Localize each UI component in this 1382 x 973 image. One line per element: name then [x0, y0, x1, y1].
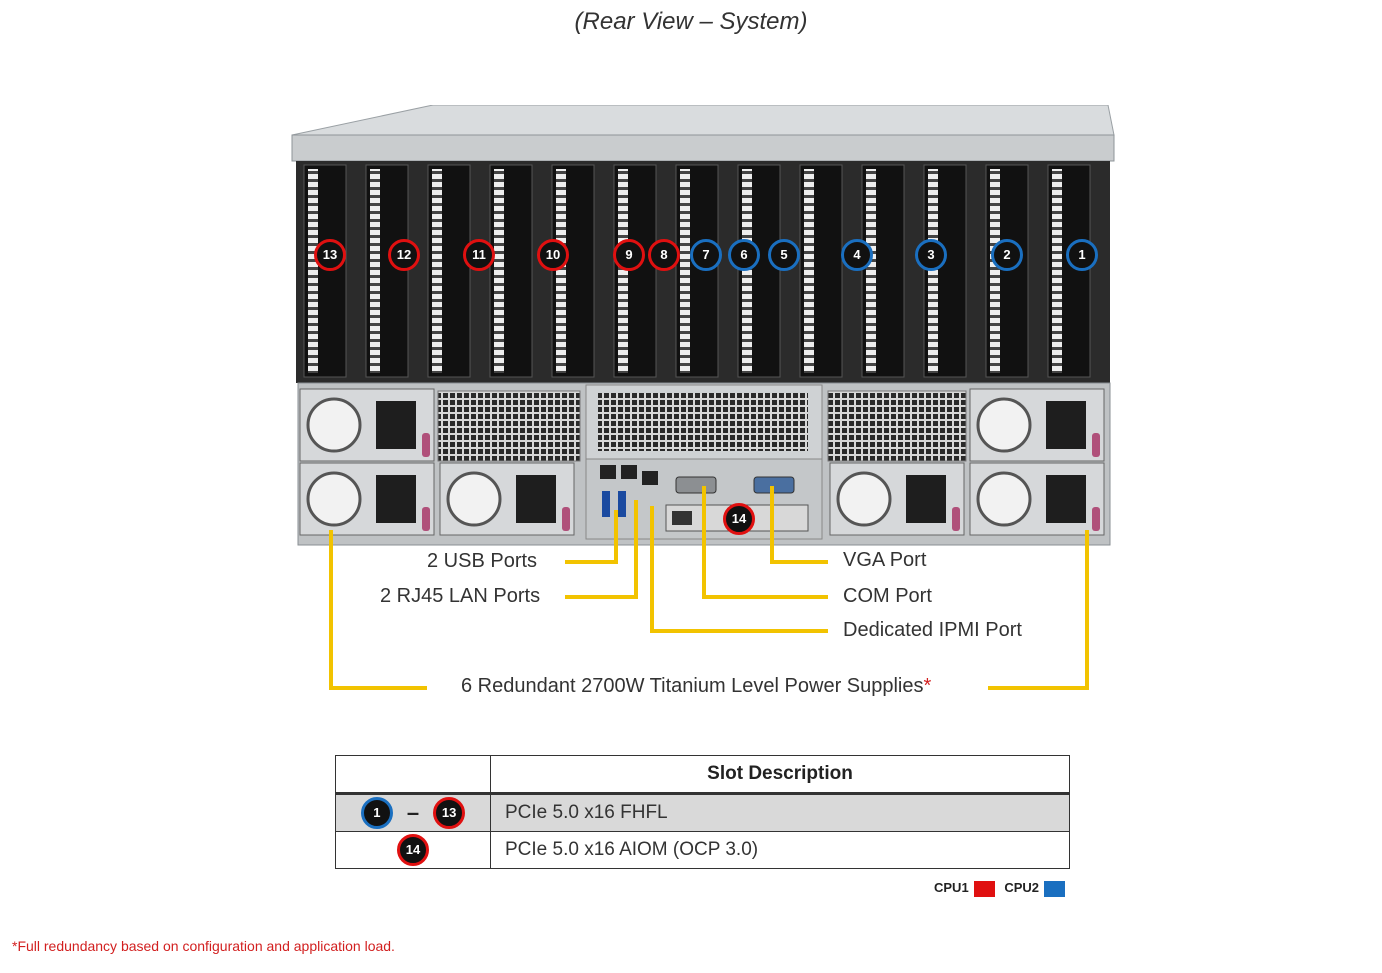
- psu-power-socket: [376, 401, 416, 449]
- psu-release-handle: [422, 433, 430, 457]
- psu-fan-icon: [306, 397, 362, 453]
- slot-vent: [308, 169, 318, 373]
- slot-badge: 14: [723, 503, 755, 535]
- table-row: 1–13 PCIe 5.0 x16 FHFL: [335, 793, 1070, 832]
- psu-release-handle: [562, 507, 570, 531]
- slot-description-table: Slot Description 1–13 PCIe 5.0 x16 FHFL …: [335, 755, 1070, 869]
- slot-badge: 5: [768, 239, 800, 271]
- power-supply: [299, 388, 435, 462]
- slot-badge: 3: [915, 239, 947, 271]
- slot-vent: [370, 169, 380, 373]
- psu-power-socket: [1046, 401, 1086, 449]
- lan-ports-label: 2 RJ45 LAN Ports: [380, 585, 541, 607]
- footnote: *Full redundancy based on configuration …: [12, 938, 395, 954]
- psu-release-handle: [952, 507, 960, 531]
- psu-fan-icon: [446, 471, 502, 527]
- cpu2-swatch: [1044, 880, 1065, 897]
- table-header-empty: [335, 755, 491, 794]
- slot-vent: [556, 169, 566, 373]
- callout-line: [770, 486, 774, 564]
- callout-line: [634, 500, 638, 599]
- power-supply: [969, 462, 1105, 536]
- power-supply: [439, 462, 575, 536]
- psu-fan-icon: [306, 471, 362, 527]
- cpu1-swatch: [973, 880, 995, 897]
- cpu1-label: CPU1: [934, 880, 969, 895]
- slot-badge: 1: [1066, 239, 1098, 271]
- slot-badge: 12: [388, 239, 420, 271]
- slot-vent: [432, 169, 442, 373]
- psu-release-handle: [422, 507, 430, 531]
- callout-line: [1085, 530, 1089, 690]
- slot-vent: [618, 169, 628, 373]
- footnote-marker: *: [923, 675, 932, 697]
- callout-line: [565, 595, 638, 599]
- power-supplies-label: 6 Redundant 2700W Titanium Level Power S…: [461, 675, 932, 697]
- power-supply: [969, 388, 1105, 462]
- ipmi-port-label: Dedicated IPMI Port: [843, 619, 1022, 641]
- callout-line: [650, 506, 654, 633]
- slot-badge: 11: [463, 239, 495, 271]
- callout-line: [702, 486, 706, 599]
- slot-vent: [804, 169, 814, 373]
- psu-power-socket: [1046, 475, 1086, 523]
- table-row: 14 PCIe 5.0 x16 AIOM (OCP 3.0): [335, 831, 1070, 869]
- slot-vent: [742, 169, 752, 373]
- callout-line: [650, 629, 828, 633]
- psu-power-socket: [906, 475, 946, 523]
- slot-range-cell: 1–13: [335, 793, 491, 832]
- power-supply: [299, 462, 435, 536]
- psu-fan-icon: [976, 471, 1032, 527]
- slot-badge: 9: [613, 239, 645, 271]
- slot-badge: 14: [397, 834, 429, 866]
- slot-vent: [928, 169, 938, 373]
- vga-port-label: VGA Port: [843, 549, 927, 571]
- psu-fan-icon: [836, 471, 892, 527]
- slot-badge: 13: [433, 797, 466, 829]
- slot-cell: 14: [335, 831, 491, 869]
- psu-fan-icon: [976, 397, 1032, 453]
- slot-vent: [1052, 169, 1062, 373]
- slot-description-cell: PCIe 5.0 x16 FHFL: [490, 793, 1070, 832]
- table-header: Slot Description: [490, 755, 1070, 794]
- psu-release-handle: [1092, 433, 1100, 457]
- power-supply: [829, 462, 965, 536]
- slot-badge: 2: [991, 239, 1023, 271]
- callout-line: [770, 560, 828, 564]
- slot-vent: [494, 169, 504, 373]
- callout-line: [988, 686, 1089, 690]
- slot-vent: [680, 169, 690, 373]
- range-dash: –: [406, 800, 420, 825]
- server-rear-illustration: [291, 105, 1115, 546]
- callout-line: [702, 595, 828, 599]
- slot-badge: 13: [314, 239, 346, 271]
- slot-description-cell: PCIe 5.0 x16 AIOM (OCP 3.0): [490, 831, 1070, 869]
- slot-badge: 7: [690, 239, 722, 271]
- psu-power-socket: [516, 475, 556, 523]
- callout-line: [614, 510, 618, 564]
- callout-line: [329, 530, 333, 690]
- slot-badge: 1: [360, 797, 393, 829]
- slot-vent: [990, 169, 1000, 373]
- slot-vent: [866, 169, 876, 373]
- slot-badge: 8: [648, 239, 680, 271]
- callout-line: [565, 560, 618, 564]
- usb-ports-label: 2 USB Ports: [427, 550, 538, 572]
- psu-release-handle: [1092, 507, 1100, 531]
- slot-badge: 6: [728, 239, 760, 271]
- slot-badge: 4: [841, 239, 873, 271]
- cpu2-label: CPU2: [1004, 880, 1039, 895]
- cpu-legend: CPU1 CPU2: [934, 880, 1071, 897]
- com-port-label: COM Port: [843, 585, 932, 607]
- psu-power-socket: [376, 475, 416, 523]
- slot-badge: 10: [537, 239, 569, 271]
- page-title: (Rear View – System): [574, 8, 808, 35]
- callout-line: [329, 686, 427, 690]
